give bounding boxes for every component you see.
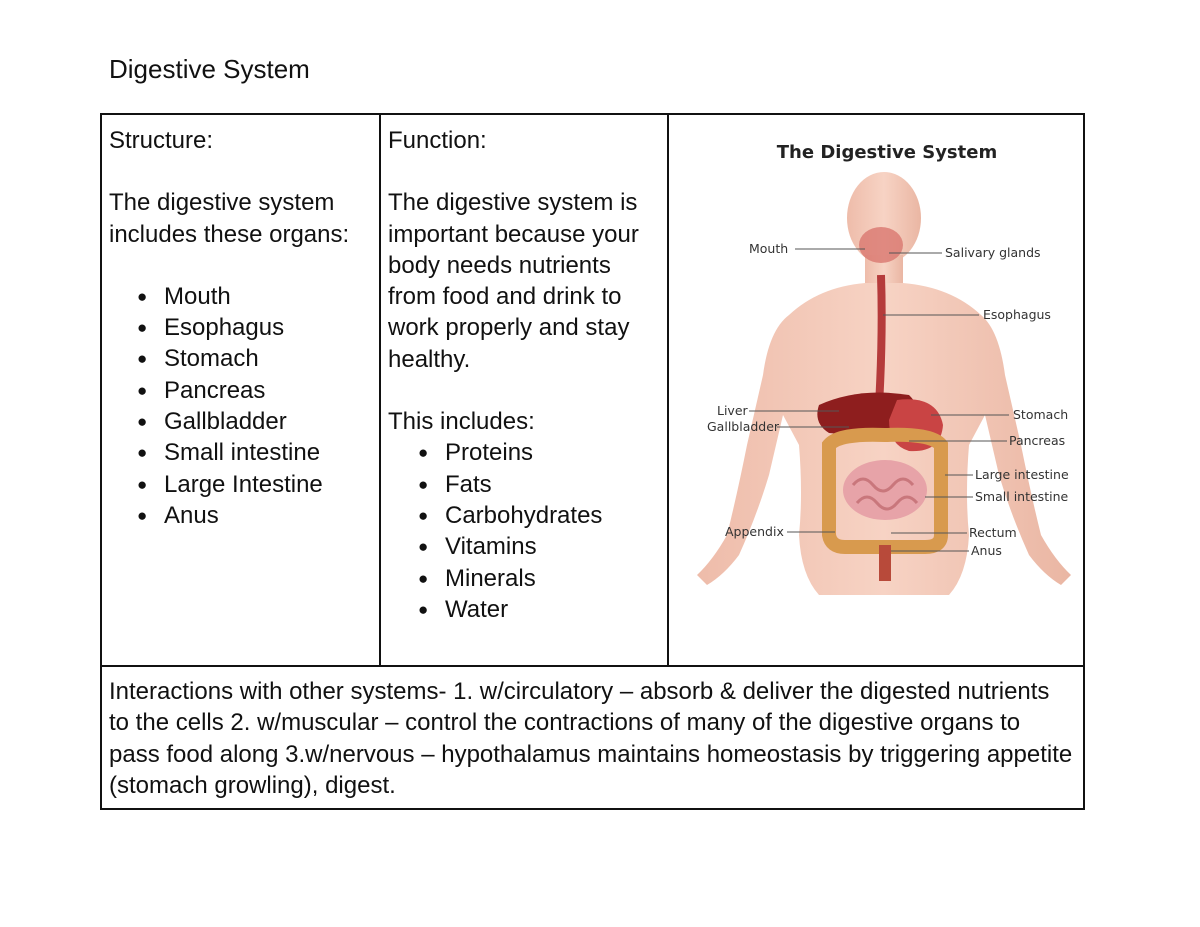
list-item: Vitamins	[418, 531, 661, 563]
large-intestine-shape	[822, 427, 948, 554]
label-esophagus: Esophagus	[983, 307, 1051, 322]
list-item: Minerals	[418, 563, 661, 595]
list-item: Esophagus	[137, 312, 373, 344]
list-item: Water	[418, 594, 661, 626]
digestive-system-illustration: The Digestive System	[697, 142, 1071, 595]
label-anus: Anus	[971, 543, 1002, 558]
label-rectum: Rectum	[969, 525, 1017, 540]
label-small-intestine: Small intestine	[975, 489, 1068, 504]
organ-list: Mouth Esophagus Stomach Pancreas Gallbla…	[109, 281, 373, 532]
structure-heading: Structure:	[109, 127, 214, 154]
list-item: Proteins	[418, 437, 661, 469]
label-stomach: Stomach	[1013, 407, 1068, 422]
label-salivary-glands: Salivary glands	[945, 245, 1041, 260]
interactions-cell: Interactions with other systems- 1. w/ci…	[100, 665, 1085, 810]
list-item: Anus	[137, 500, 373, 532]
figure-cell: The Digestive System	[667, 113, 1085, 667]
list-item: Gallbladder	[137, 406, 373, 438]
rectum-shape	[879, 545, 891, 581]
figure-title: The Digestive System	[777, 142, 997, 163]
label-pancreas: Pancreas	[1009, 433, 1065, 448]
list-item: Large Intestine	[137, 469, 373, 501]
mouth-shape	[859, 227, 903, 263]
digestive-system-table: Structure: The digestive system includes…	[100, 113, 1085, 810]
nutrient-list: Proteins Fats Carbohydrates Vitamins Min…	[388, 437, 661, 625]
label-appendix: Appendix	[725, 524, 784, 539]
list-item: Pancreas	[137, 375, 373, 407]
label-gallbladder: Gallbladder	[707, 419, 780, 434]
list-item: Small intestine	[137, 437, 373, 469]
includes-label: This includes:	[388, 408, 535, 436]
structure-cell: Structure: The digestive system includes…	[100, 113, 381, 667]
list-item: Stomach	[137, 343, 373, 375]
list-item: Mouth	[137, 281, 373, 313]
label-large-intestine: Large intestine	[975, 467, 1069, 482]
function-cell: Function: The digestive system is import…	[379, 113, 669, 667]
label-liver: Liver	[717, 403, 749, 418]
structure-intro: The digestive system includes these orga…	[109, 189, 350, 248]
document-title: Digestive System	[109, 54, 310, 84]
label-leaders	[749, 248, 1009, 552]
label-mouth: Mouth	[749, 241, 788, 256]
function-intro: The digestive system is important becaus…	[388, 189, 639, 373]
function-heading: Function:	[388, 127, 487, 154]
list-item: Carbohydrates	[418, 500, 661, 532]
interactions-text: Interactions with other systems- 1. w/ci…	[109, 678, 1073, 799]
list-item: Fats	[418, 469, 661, 501]
esophagus-shape	[875, 274, 886, 406]
